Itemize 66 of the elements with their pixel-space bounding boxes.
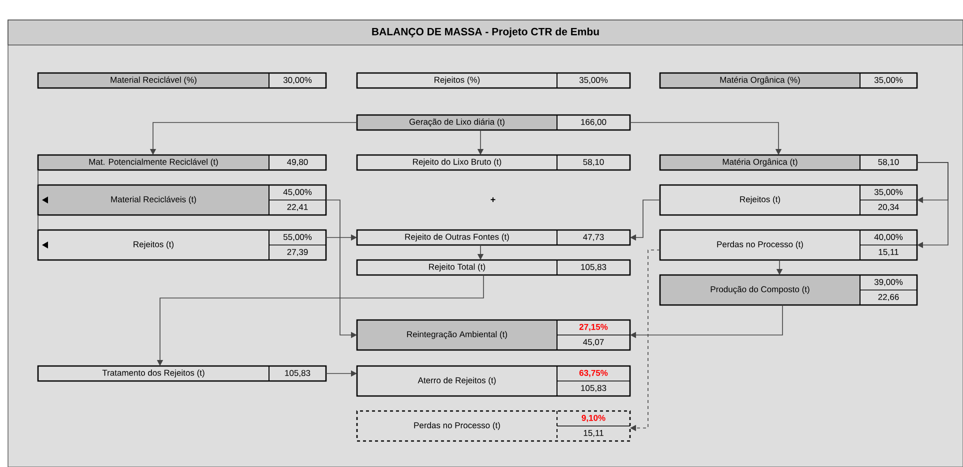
label-cell: Rejeitos (%) [434, 76, 480, 84]
value-cell: 45,00% [283, 189, 312, 196]
data-box [659, 229, 918, 261]
label-cell: Matéria Orgânica (%) [660, 73, 860, 88]
data-box [356, 229, 631, 246]
label-cell: Rejeitos (t) [134, 241, 174, 249]
value-cell: 39,00% [874, 279, 903, 286]
label-cell: Perdas no Processo (t) [717, 241, 803, 249]
label-cell: Material Recicláveis (t) [38, 185, 269, 215]
value-cell: 40,00% [874, 234, 903, 241]
value-cell: 35,00% [874, 189, 903, 196]
value-cell: 105,83 [581, 264, 606, 271]
value-cell: 55,00% [283, 234, 312, 241]
label-cell: Rejeito Total (t) [429, 264, 486, 272]
value-cell: 35,00% [874, 77, 903, 84]
data-box [356, 154, 631, 171]
data-box [356, 259, 631, 276]
value-cell: 166,00 [581, 119, 606, 126]
data-box [659, 72, 918, 89]
label-cell: Rejeito do Lixo Bruto (t) [413, 158, 502, 166]
data-box [37, 184, 327, 216]
arrow [630, 122, 782, 155]
value-cell: 22,66 [878, 294, 899, 301]
value-cell: 30,00% [283, 77, 312, 84]
value-cell: 35,00% [579, 77, 608, 84]
data-box [356, 365, 631, 397]
plus-sign: + [490, 197, 496, 202]
label-cell: Matéria Orgânica (t) [660, 155, 860, 170]
data-box [356, 72, 631, 89]
value-cell: 15,11 [878, 249, 898, 256]
value-cell: 27,15% [579, 324, 608, 332]
value-cell: 105,83 [581, 385, 606, 392]
label-cell: Tratamento dos Rejeitos (t) [102, 370, 204, 378]
label-cell: Rejeitos (t) [740, 196, 780, 204]
data-box [356, 319, 631, 351]
value-cell: 15,11 [584, 430, 604, 437]
label-cell: Rejeito de Outras Fontes (t) [405, 234, 509, 242]
data-box [356, 410, 631, 442]
label-cell: Geração de Lixo diária (t) [357, 115, 557, 130]
label-cell: Mat. Potencialmente Reciclável (t) [38, 155, 269, 170]
label-cell: Material Reciclável (%) [38, 73, 269, 88]
data-box [37, 154, 327, 171]
value-cell: 63,75% [579, 370, 608, 378]
data-box [659, 184, 918, 216]
value-cell: 9,10% [582, 414, 606, 422]
arrow [916, 162, 948, 248]
data-box [37, 365, 327, 382]
value-cell: 45,07 [583, 339, 604, 346]
label-cell: Perdas no Processo (t) [414, 422, 500, 430]
value-cell: 20,34 [878, 204, 899, 211]
data-box [356, 114, 631, 131]
label-cell: Aterro de Rejeitos (t) [418, 377, 496, 385]
data-box [37, 229, 327, 261]
value-cell: 47,73 [583, 234, 604, 241]
title-bar: BALANÇO DE MASSA - Projeto CTR de Embu [8, 20, 963, 46]
value-cell: 27,39 [287, 249, 308, 256]
value-cell: 49,80 [287, 159, 308, 166]
value-cell: 58,10 [878, 159, 899, 166]
value-cell: 105,83 [285, 370, 310, 377]
label-cell: Reintegração Ambiental (t) [357, 320, 557, 350]
data-box [659, 154, 918, 171]
data-box [659, 274, 918, 306]
value-cell: 58,10 [583, 159, 604, 166]
data-box [37, 72, 327, 89]
label-cell: Produção do Composto (t) [660, 275, 860, 305]
value-cell: 22,41 [287, 204, 308, 211]
